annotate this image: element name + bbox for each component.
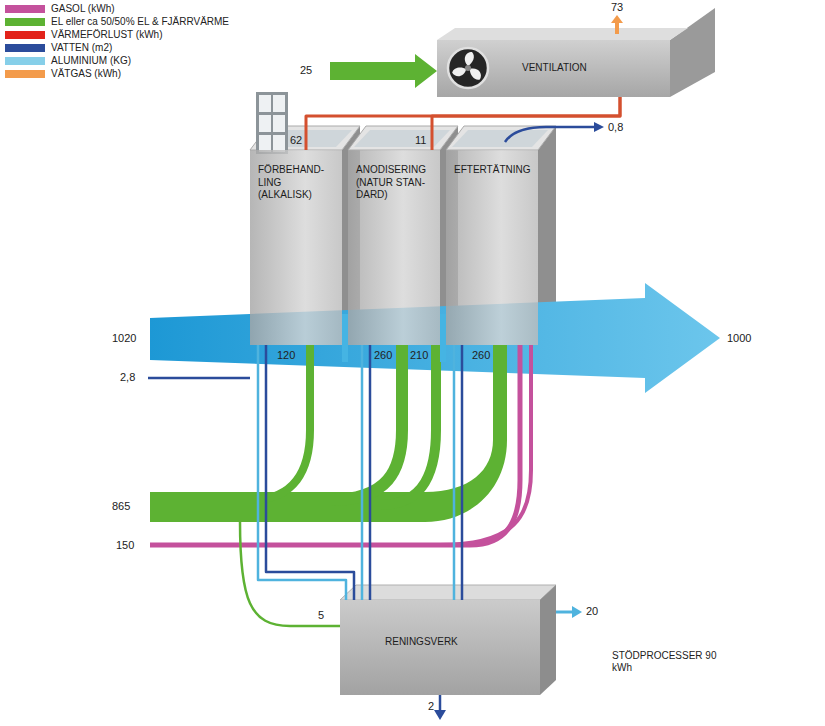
node-label: EFTERTÄTNING	[454, 164, 532, 177]
legend-swatch	[5, 18, 45, 26]
node-label: VENTILATION	[522, 62, 587, 75]
exhaust-duct	[306, 97, 620, 150]
flow-value: 120	[277, 349, 295, 361]
flow-value: 1000	[727, 332, 751, 344]
water-inflow	[148, 377, 250, 380]
flow-value: 5	[318, 609, 324, 621]
ventilation-top	[437, 28, 688, 40]
flow-value: 0,8	[608, 121, 623, 133]
water-outflow-arrowhead	[572, 606, 582, 618]
note-label: STÖDPROCESSER 90 kWh	[612, 650, 722, 674]
flow-value: 62	[290, 134, 302, 146]
electricity-branch	[330, 345, 402, 500]
legend-swatch	[5, 44, 45, 52]
treatment-plant: RENINGSVERK	[340, 600, 540, 695]
exhaust-duct	[432, 97, 620, 150]
electricity-line	[240, 522, 340, 626]
rinse-water-outflow	[505, 127, 596, 142]
water-pipe-line	[453, 345, 456, 600]
fan-symbol	[448, 48, 488, 88]
legend-row: ALUMINIUM (KG)	[5, 55, 85, 67]
ventilation-side	[670, 8, 715, 97]
sludge-outflow	[439, 695, 442, 712]
flow-value: 210	[410, 349, 428, 361]
legend-text: EL eller ca 50/50% EL & FJÄRRVÄRME	[51, 16, 229, 28]
process-tank: ANODISERING (NATUR STAN- DARD)	[348, 150, 440, 345]
node-label: FÖRBEHAND- LING (ALKALISK)	[258, 164, 336, 202]
water-pipe-line	[369, 345, 372, 600]
legend-swatch	[5, 31, 45, 39]
electricity-branch	[380, 345, 436, 505]
legend-row: EL eller ca 50/50% EL & FJÄRRVÄRME	[5, 16, 183, 28]
electricity-arrow	[330, 54, 437, 88]
legend-swatch	[5, 57, 45, 65]
process-tank: EFTERTÄTNING	[446, 150, 538, 345]
water-pipe	[258, 345, 354, 600]
part-rack	[256, 92, 288, 154]
water-pipe-line	[461, 345, 464, 600]
legend-row: VÄRMEFÖRLUST (kWh)	[5, 29, 117, 41]
plant-top	[340, 585, 556, 600]
water-outflow	[556, 611, 574, 614]
node-label: ANODISERING (NATUR STAN- DARD)	[356, 164, 434, 202]
legend-text: VÄTGAS (kWh)	[51, 68, 121, 80]
flow-value: 865	[112, 500, 130, 512]
hydrogen-arrowhead	[611, 15, 623, 23]
ventilation-front	[437, 40, 670, 97]
water-pipe	[454, 345, 462, 600]
flow-value: 20	[586, 605, 598, 617]
ventilation-unit: VENTILATION	[437, 40, 670, 97]
water-pipe-line	[361, 345, 364, 600]
flow-value: 150	[116, 539, 134, 551]
hydrogen-arrow	[615, 22, 619, 34]
legend-swatch	[5, 70, 45, 78]
process-tank: FÖRBEHAND- LING (ALKALISK)	[250, 150, 342, 345]
exhaust-duct-line	[306, 97, 620, 150]
legend-row: VATTEN (m2)	[5, 42, 66, 54]
rinse-water-arrowhead	[594, 122, 604, 132]
legend-row: GASOL (kWh)	[5, 3, 69, 15]
node-label: RENINGSVERK	[385, 636, 534, 649]
flow-value: 1020	[112, 332, 136, 344]
tank-bath	[354, 130, 450, 147]
flow-value: 11	[415, 134, 426, 146]
flow-value: 2	[428, 700, 434, 712]
legend-text: VATTEN (m2)	[51, 42, 112, 54]
tank-bath	[452, 130, 548, 147]
gas-line	[150, 345, 520, 545]
exhaust-duct-line	[432, 97, 620, 150]
legend-text: GASOL (kWh)	[51, 3, 115, 15]
sludge-arrowhead	[434, 710, 446, 720]
flow-value: 25	[300, 64, 312, 76]
flow-value: 2,8	[120, 371, 135, 383]
water-pipe	[362, 345, 370, 600]
legend-swatch	[5, 5, 45, 13]
water-pipe-line	[266, 345, 354, 600]
plant-side	[540, 585, 556, 695]
flow-value: 260	[374, 349, 392, 361]
flow-value: 260	[472, 349, 490, 361]
legend-text: ALUMINIUM (KG)	[51, 55, 131, 67]
flow-value: 73	[611, 1, 623, 13]
legend-text: VÄRMEFÖRLUST (kWh)	[51, 29, 163, 41]
tank-top	[348, 126, 458, 150]
water-pipe-line	[258, 345, 346, 600]
tank-top	[446, 126, 556, 150]
legend-row: VÄTGAS (kWh)	[5, 68, 75, 80]
